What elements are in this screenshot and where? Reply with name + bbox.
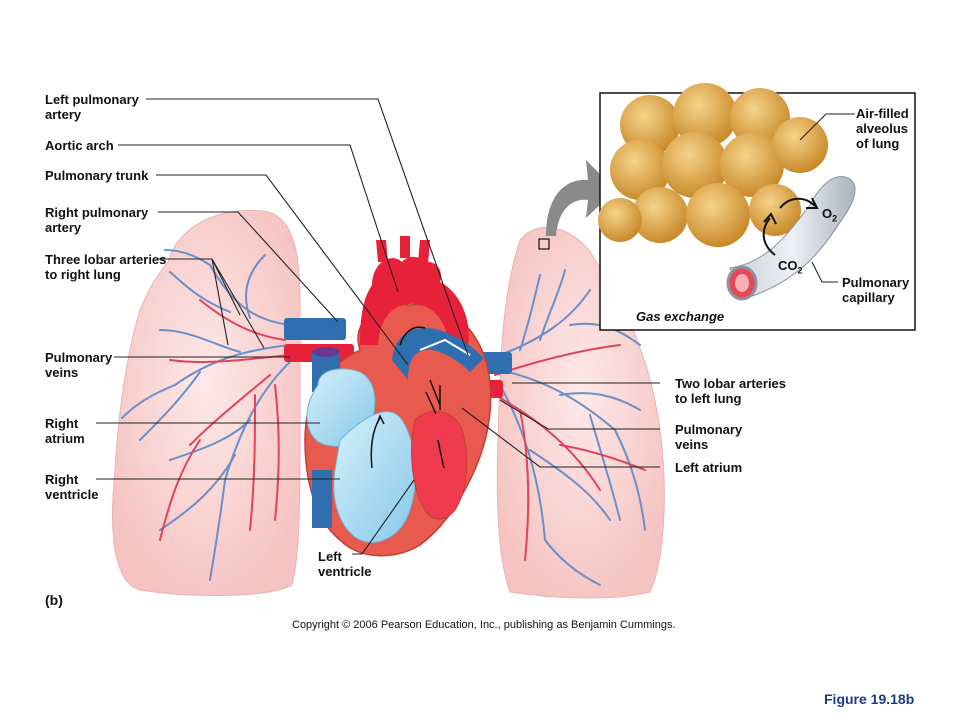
zoom-arrow <box>546 160 616 236</box>
label-air-filled-alveolus: Air-filled alveolus of lung <box>856 106 909 151</box>
copyright-notice: Copyright © 2006 Pearson Education, Inc.… <box>292 619 676 631</box>
label-left-atrium: Left atrium <box>675 460 743 475</box>
alveoli-cluster <box>598 83 828 247</box>
right-ventricle-chamber <box>333 411 416 543</box>
label-right-atrium: Right atrium <box>45 416 85 446</box>
capillary <box>729 176 856 297</box>
label-three-lobar-arteries: Three lobar arteries to right lung <box>45 252 167 282</box>
label-pulmonary-trunk: Pulmonary trunk <box>45 168 149 183</box>
label-two-lobar-arteries: Two lobar arteries to left lung <box>675 376 787 406</box>
co2-text: CO <box>778 258 798 273</box>
label-gas-exchange: Gas exchange <box>636 309 725 324</box>
label-leader-lines <box>96 98 660 555</box>
label-right-ventricle: Right ventricle <box>45 472 99 502</box>
aortic-branches <box>376 236 430 264</box>
label-left-pulmonary-artery: Left pulmonary artery <box>45 92 139 122</box>
figure-number: Figure 19.18b <box>824 691 915 707</box>
label-pulmonary-veins-left-lung: Pulmonary veins <box>675 422 743 452</box>
zoom-source-box <box>538 238 550 250</box>
label-left-ventricle: Left ventricle <box>318 549 372 579</box>
aorta <box>360 256 469 345</box>
panel-tag: (b) <box>45 592 63 608</box>
co2-subscript: 2 <box>797 265 803 276</box>
o2-text: O <box>822 206 833 221</box>
label-right-pulmonary-artery: Right pulmonary artery <box>45 205 149 235</box>
vena-cava-opening <box>312 347 340 357</box>
gas-flow-arrows <box>762 197 819 256</box>
heart-flow-arrows <box>370 326 445 469</box>
label-co2: CO2 <box>778 258 803 279</box>
left-ventricle-chamber <box>411 410 468 520</box>
label-pulmonary-capillary: Pulmonary capillary <box>842 275 910 305</box>
right-lung-vessels <box>121 249 293 581</box>
inferior-vena-cava <box>312 470 332 528</box>
right-pulmonary-artery-vessel <box>284 318 346 340</box>
label-aortic-arch: Aortic arch <box>45 138 114 153</box>
o2-subscript: 2 <box>832 213 838 224</box>
label-o2: O2 <box>822 206 837 227</box>
label-pulmonary-veins-right-lung: Pulmonary veins <box>45 350 113 380</box>
pulmonary-trunk-vessel <box>392 327 484 380</box>
inset-leader-lines <box>799 113 855 283</box>
trunk-flow-arrow <box>419 338 471 356</box>
